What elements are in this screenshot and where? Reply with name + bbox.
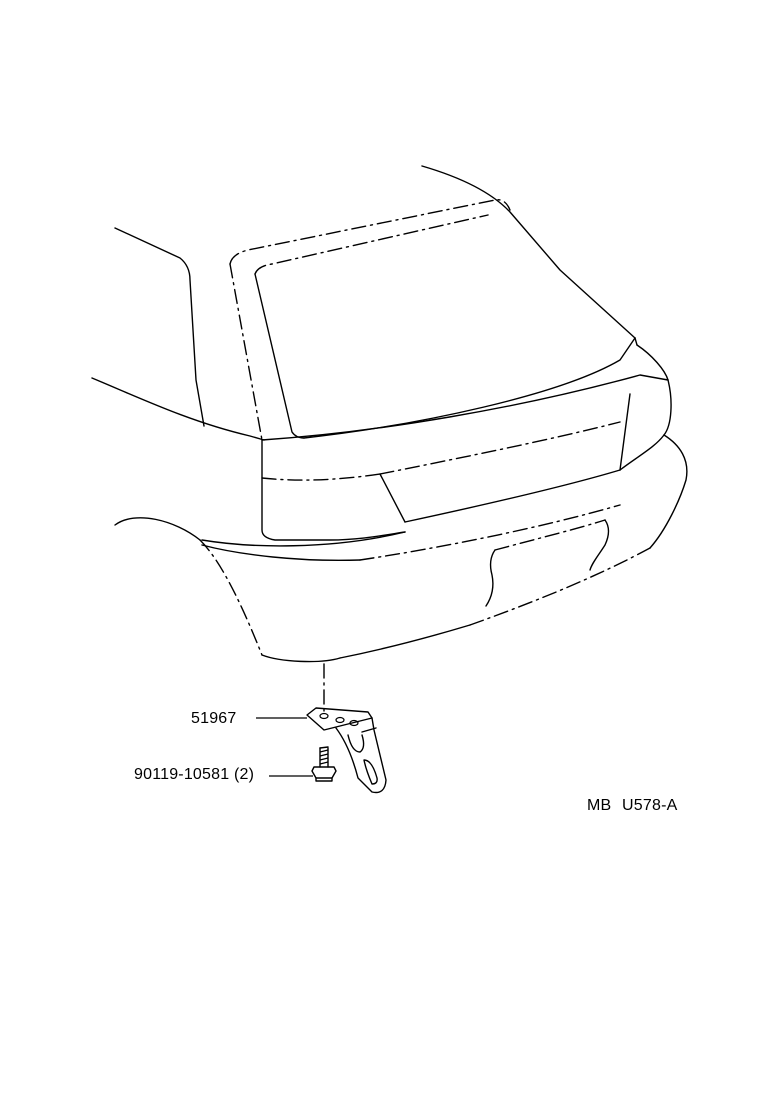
part-number-text: 90119-10581 <box>134 766 230 783</box>
bracket-part <box>306 707 387 794</box>
part-number-label: 51967 <box>191 710 237 727</box>
drawing-code: MB U578-A <box>587 797 678 814</box>
vehicle-body-outline <box>91 165 688 713</box>
bolt-part <box>311 746 337 782</box>
part-number-with-quantity-label: 90119-10581 (2) <box>134 766 254 784</box>
quantity-text: (2) <box>233 766 255 783</box>
callout-leaders <box>256 717 313 777</box>
